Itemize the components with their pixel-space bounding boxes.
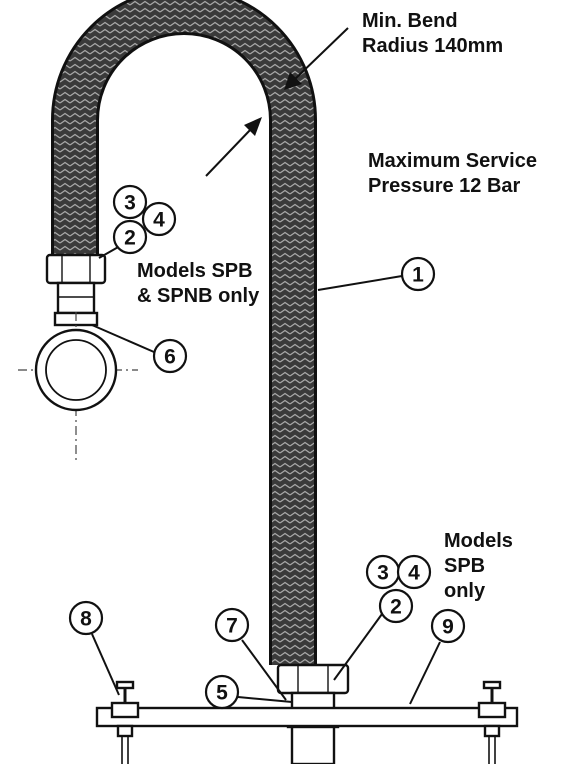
left-bracket-clamp bbox=[110, 680, 140, 764]
callout-9: 9 bbox=[430, 608, 466, 644]
models-upper-label: Models SPB & SPNB only bbox=[137, 260, 260, 307]
upper-hose-nut bbox=[45, 253, 107, 285]
svg-text:Models: Models bbox=[444, 530, 513, 552]
models-lower-label: Models SPB only bbox=[444, 530, 513, 602]
svg-text:6: 6 bbox=[164, 346, 176, 369]
svg-text:9: 9 bbox=[442, 616, 454, 639]
svg-text:& SPNB only: & SPNB only bbox=[137, 285, 260, 307]
svg-text:Pressure 12 Bar: Pressure 12 Bar bbox=[368, 175, 521, 197]
bend-radius-arrows bbox=[205, 27, 349, 177]
lower-hose-nut bbox=[276, 663, 350, 695]
bend-radius-label: Min. Bend Radius 140mm bbox=[362, 10, 503, 57]
svg-text:7: 7 bbox=[226, 615, 238, 638]
callout-6: 6 bbox=[152, 338, 188, 374]
callout-3-upper: 3 bbox=[112, 184, 148, 220]
svg-text:Maximum Service: Maximum Service bbox=[368, 150, 537, 172]
svg-text:2: 2 bbox=[390, 596, 402, 619]
braided-hose bbox=[51, 0, 317, 665]
callout-5: 5 bbox=[204, 674, 240, 710]
svg-text:1: 1 bbox=[412, 264, 424, 287]
callout-8: 8 bbox=[68, 600, 104, 636]
svg-text:Models SPB: Models SPB bbox=[137, 260, 253, 282]
callout-4-lower: 4 bbox=[396, 554, 432, 590]
svg-text:Radius 140mm: Radius 140mm bbox=[362, 35, 503, 57]
leader-lines bbox=[91, 245, 441, 705]
svg-text:SPB: SPB bbox=[444, 555, 485, 577]
braided-hose-weave bbox=[54, 0, 314, 665]
drop-nipple bbox=[286, 691, 340, 764]
branch-pipe-section bbox=[18, 312, 138, 460]
svg-text:2: 2 bbox=[124, 227, 136, 250]
svg-text:4: 4 bbox=[153, 209, 165, 232]
svg-text:3: 3 bbox=[124, 192, 136, 215]
callout-4-upper: 4 bbox=[141, 201, 177, 237]
callout-3-lower: 3 bbox=[365, 554, 401, 590]
svg-text:Min. Bend: Min. Bend bbox=[362, 10, 458, 32]
callout-2-upper: 2 bbox=[112, 219, 148, 255]
support-bar bbox=[95, 706, 519, 728]
svg-text:5: 5 bbox=[216, 682, 228, 705]
callout-1: 1 bbox=[400, 256, 436, 292]
callout-2-lower: 2 bbox=[378, 588, 414, 624]
svg-text:4: 4 bbox=[408, 562, 420, 585]
pressure-label: Maximum Service Pressure 12 Bar bbox=[368, 150, 537, 197]
right-bracket-clamp bbox=[477, 680, 507, 764]
callout-7: 7 bbox=[214, 607, 250, 643]
svg-text:only: only bbox=[444, 580, 486, 602]
svg-text:8: 8 bbox=[80, 608, 92, 631]
svg-text:3: 3 bbox=[377, 562, 389, 585]
